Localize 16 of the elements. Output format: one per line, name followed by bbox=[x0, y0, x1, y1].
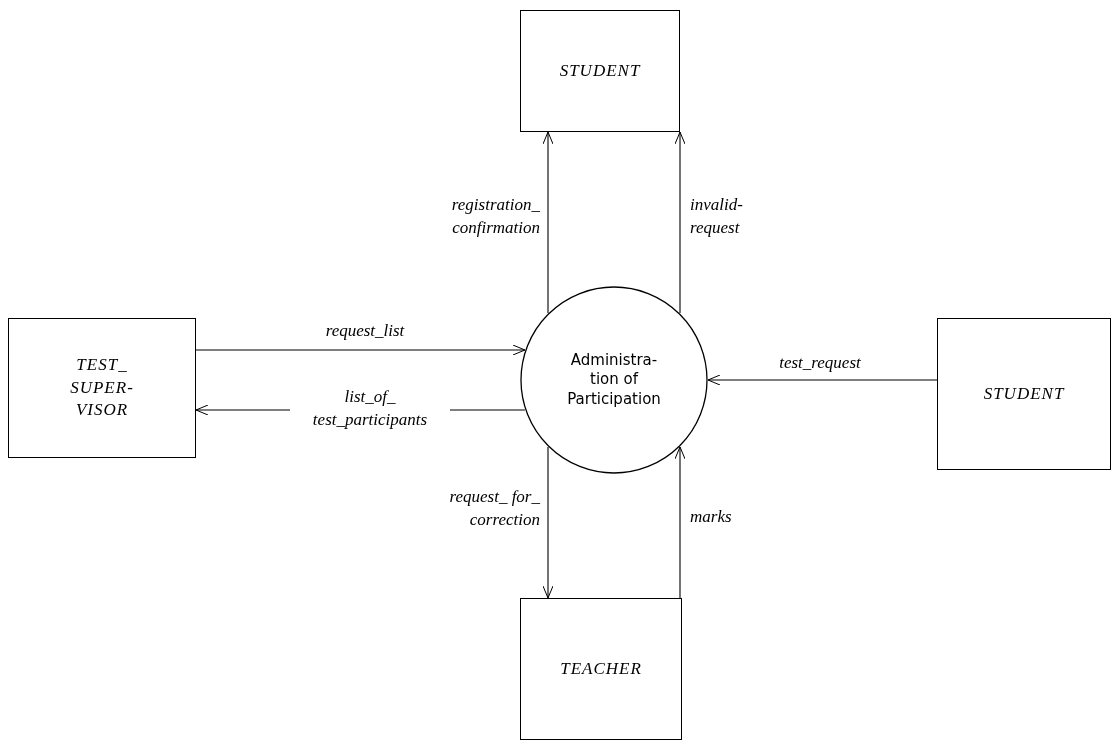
entity-label: STUDENT bbox=[982, 382, 1066, 405]
arrow bbox=[707, 374, 938, 386]
process-label: Administra- tion of Participation bbox=[566, 350, 662, 410]
arrow bbox=[674, 131, 686, 314]
arrow bbox=[542, 131, 554, 314]
entity-label: TEST_ SUPER- VISOR bbox=[69, 353, 135, 422]
entity-label: STUDENT bbox=[558, 59, 642, 82]
process-circle bbox=[520, 286, 708, 474]
entity-box bbox=[520, 598, 682, 740]
arrow bbox=[674, 446, 686, 599]
entity-box bbox=[937, 318, 1111, 470]
arrow bbox=[195, 344, 526, 356]
entity-label: TEACHER bbox=[559, 657, 643, 680]
entity-box bbox=[8, 318, 196, 458]
entity-box bbox=[520, 10, 680, 132]
arrow bbox=[542, 446, 554, 599]
